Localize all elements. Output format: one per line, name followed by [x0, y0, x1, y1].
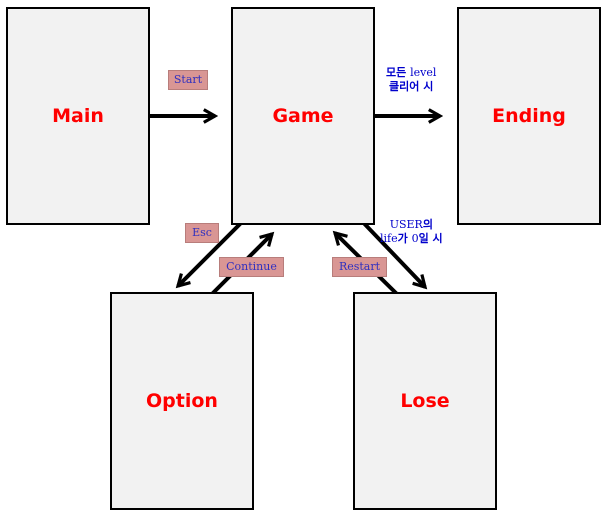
condition-text: 일 시 [418, 232, 443, 245]
condition-text: life [380, 232, 398, 245]
screen-label-option: Option [146, 390, 218, 412]
condition-text: 모든 [386, 66, 411, 79]
condition-text: level [410, 66, 437, 79]
condition-text: 의 [422, 218, 433, 231]
screen-label-main: Main [52, 105, 104, 127]
screen-box-option: Option [110, 292, 254, 510]
screen-label-game: Game [272, 105, 334, 127]
condition-line-2: 클리어 시 [389, 80, 434, 93]
screen-box-lose: Lose [353, 292, 497, 510]
arrow-game-to-lose [355, 214, 428, 290]
transition-tag-start: Start [168, 70, 208, 90]
condition-note-life-zero: USER의 life가 0일 시 [380, 218, 443, 246]
condition-text: 가 [397, 232, 412, 245]
condition-line-1: USER의 [380, 218, 443, 232]
condition-line-2: life가 0일 시 [380, 232, 443, 246]
screen-box-game: Game [231, 7, 375, 225]
transition-tag-esc: Esc [185, 223, 219, 243]
condition-text: USER [389, 218, 423, 231]
transition-tag-restart: Restart [332, 257, 387, 277]
condition-text: 0 [411, 232, 419, 245]
arrow-game-to-option [175, 216, 248, 289]
transition-tag-continue: Continue [219, 257, 284, 277]
condition-note-level-clear: 모든 level 클리어 시 [386, 66, 436, 94]
screen-box-main: Main [6, 7, 150, 225]
condition-line-1: 모든 level [386, 66, 436, 80]
screen-box-ending: Ending [457, 7, 601, 225]
screen-label-lose: Lose [400, 390, 450, 412]
screen-label-ending: Ending [492, 105, 566, 127]
